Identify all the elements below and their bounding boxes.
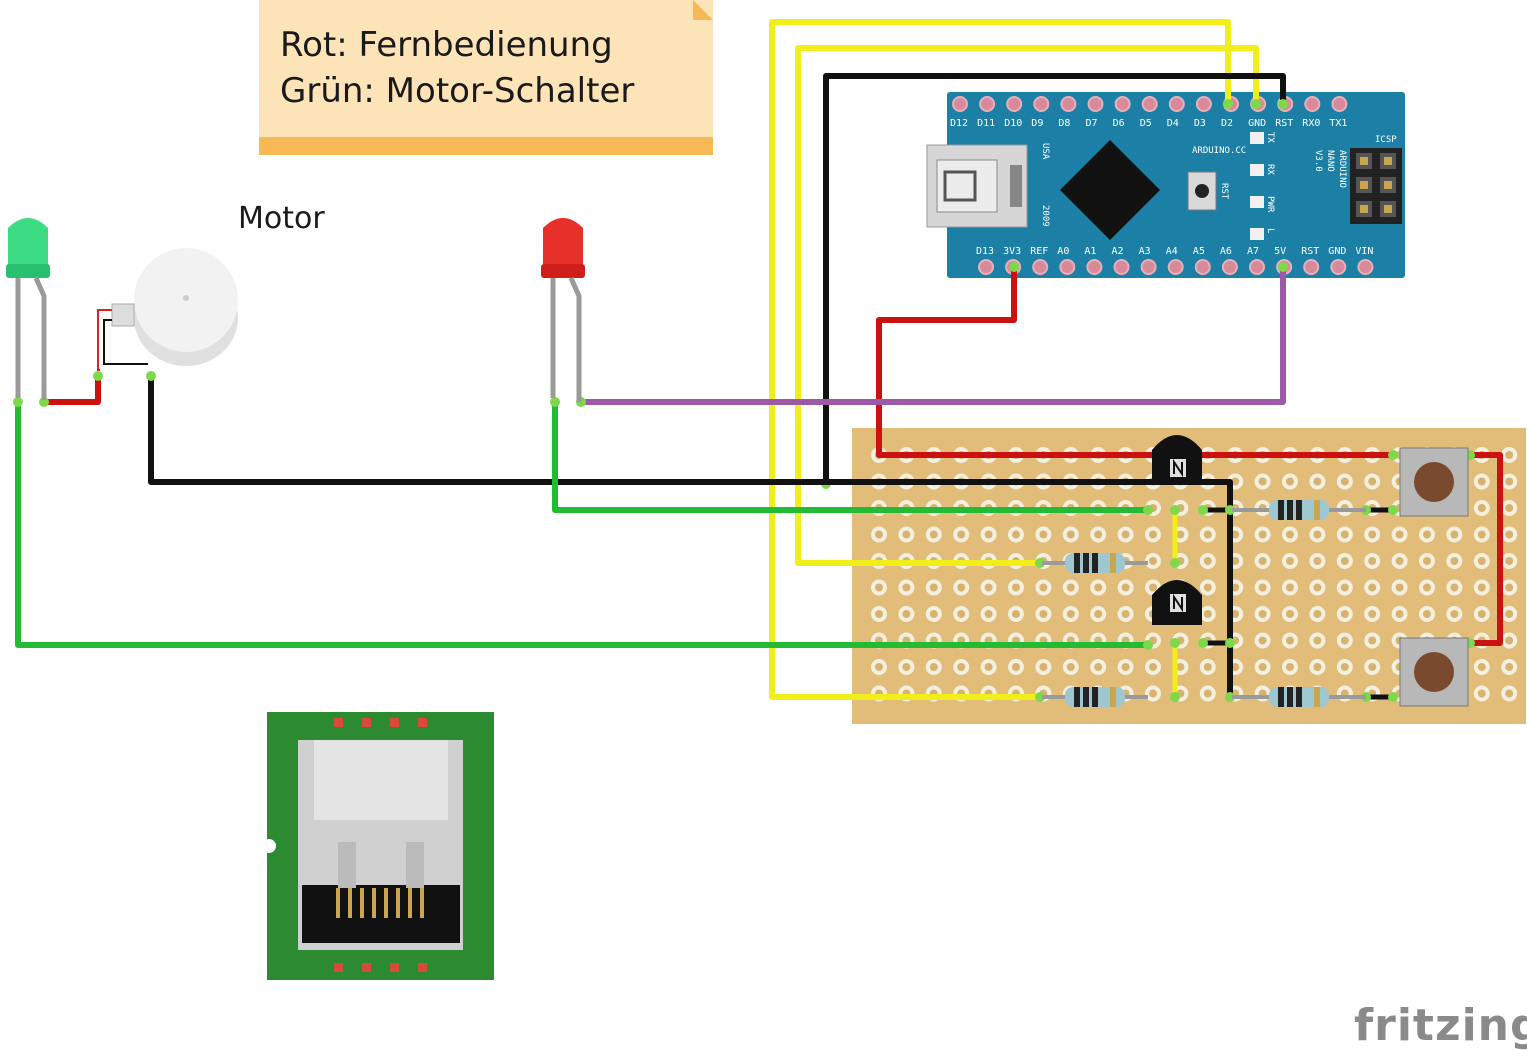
- wires: [13, 19, 1503, 702]
- arduino-usa: USA: [1040, 143, 1050, 160]
- arduino-pin-label: D6: [1113, 118, 1125, 129]
- arduino-pin-label: RST: [1301, 246, 1319, 257]
- arduino-year: 2009: [1040, 205, 1050, 227]
- arduino-led-label: PWR: [1265, 196, 1275, 213]
- arduino-pin-label: A1: [1084, 246, 1096, 257]
- arduino-pin-label: A7: [1247, 246, 1259, 257]
- arduino-pin-label: GND: [1328, 246, 1346, 257]
- arduino-pin-label: A2: [1112, 246, 1124, 257]
- wire: [823, 73, 1286, 487]
- arduino-pin-label: D13: [976, 246, 994, 257]
- wire: [552, 399, 1151, 513]
- fritzing-logo: fritzing: [1354, 1000, 1527, 1050]
- wire: [1467, 452, 1503, 646]
- arduino-pin-label: D9: [1031, 118, 1043, 129]
- green-led: [6, 218, 50, 400]
- arduino-led-label: L: [1265, 228, 1275, 233]
- arduino-pin-label: D4: [1167, 118, 1179, 129]
- red-led: [541, 218, 585, 402]
- push-button-2: [1399, 637, 1469, 707]
- note-line2: Grün: Motor-Schalter: [280, 71, 634, 111]
- arduino-pin-label: 3V3: [1003, 246, 1021, 257]
- arduino-pin-label: REF: [1030, 246, 1048, 257]
- arduino-pin-label: D5: [1140, 118, 1152, 129]
- wire: [795, 45, 1259, 566]
- arduino-pin-label: RST: [1275, 118, 1293, 129]
- arduino-pin-label: A3: [1139, 246, 1151, 257]
- arduino-pin-label: D12: [950, 118, 968, 129]
- transistor-q1: [1152, 435, 1202, 480]
- arduino-name-line: ARDUINO: [1337, 150, 1347, 188]
- arduino-pin-label: RX0: [1302, 118, 1320, 129]
- arduino-pin-label: A0: [1057, 246, 1069, 257]
- arduino-pin-label: D11: [977, 118, 995, 129]
- arduino-pin-label: A5: [1193, 246, 1205, 257]
- arduino-pin-label: A6: [1220, 246, 1232, 257]
- arduino-status-leds: TX RX PWR L: [1250, 132, 1275, 240]
- wire: [148, 373, 1233, 700]
- push-button-1: [1399, 447, 1469, 517]
- arduino-name-line: NANO: [1325, 150, 1335, 172]
- arduino-brand: ARDUINO.CC: [1192, 146, 1246, 156]
- arduino-pin-label: 5V: [1274, 246, 1286, 257]
- wire: [578, 264, 1286, 405]
- wire: [876, 264, 1396, 458]
- motor-label: Motor: [238, 201, 325, 236]
- transistor-q2: [1152, 580, 1202, 625]
- arduino-pin-label: D3: [1194, 118, 1206, 129]
- arduino-icsp: ICSP: [1375, 135, 1397, 145]
- arduino-pin-label: D7: [1086, 118, 1098, 129]
- arduino-pin-label: GND: [1248, 118, 1266, 129]
- arduino-pin-label: A4: [1166, 246, 1178, 257]
- rj45-module: [262, 712, 494, 980]
- usb-connector: [926, 144, 1028, 228]
- microcontroller-chip: [1060, 140, 1160, 240]
- arduino-pin-label: VIN: [1355, 246, 1373, 257]
- note: Rot: Fernbedienung Grün: Motor-Schalter: [259, 0, 713, 155]
- note-line1: Rot: Fernbedienung: [280, 25, 613, 65]
- vibration-motor: [97, 248, 238, 371]
- arduino-pin-label: TX1: [1329, 118, 1347, 129]
- arduino-pin-label: D2: [1221, 118, 1233, 129]
- arduino-rst: RST: [1219, 183, 1229, 200]
- resistors: [1042, 500, 1366, 707]
- arduino-pin-label: D10: [1004, 118, 1022, 129]
- arduino-name-line: V3.0: [1313, 150, 1323, 172]
- arduino-led-label: TX: [1265, 132, 1275, 143]
- wire: [41, 373, 101, 405]
- arduino-led-label: RX: [1265, 164, 1275, 175]
- arduino-pin-label: D8: [1058, 118, 1070, 129]
- wire: [15, 399, 1151, 648]
